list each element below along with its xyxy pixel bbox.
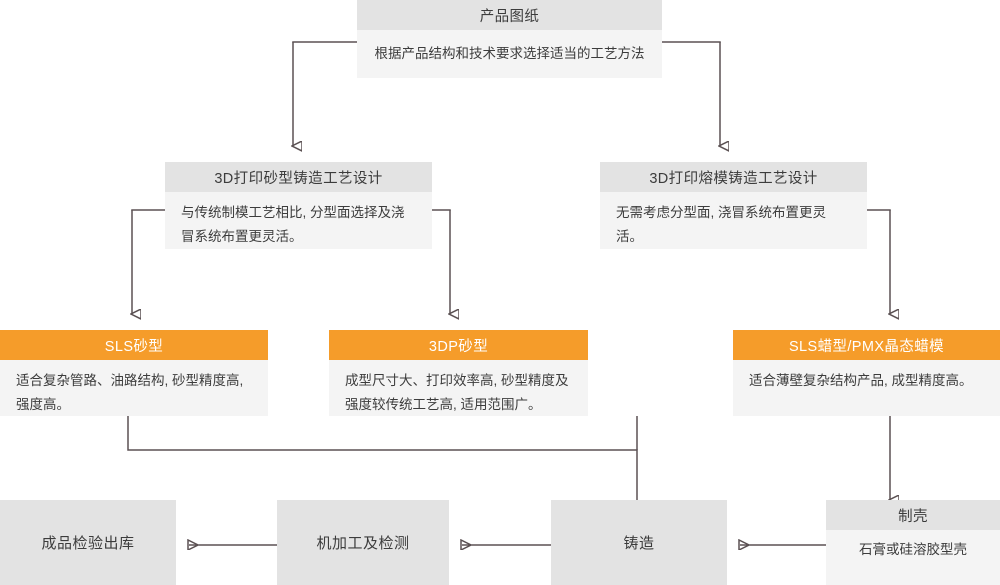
node-3dp-sand-header: 3DP砂型 [329, 330, 588, 360]
node-3dp-sand-body: 成型尺寸大、打印效率高, 砂型精度及强度较传统工艺高, 适用范围广。 [329, 360, 588, 416]
node-sls-sand-header: SLS砂型 [0, 330, 268, 360]
node-product-drawing-header: 产品图纸 [357, 0, 662, 30]
node-shell-making-header: 制壳 [826, 500, 1000, 530]
node-investment-casting-design-header: 3D打印熔模铸造工艺设计 [600, 162, 867, 192]
node-product-drawing-body: 根据产品结构和技术要求选择适当的工艺方法 [357, 30, 662, 78]
node-sls-wax[interactable]: SLS蜡型/PMX晶态蜡模 适合薄壁复杂结构产品, 成型精度高。 [733, 330, 1000, 416]
node-investment-casting-design[interactable]: 3D打印熔模铸造工艺设计 无需考虑分型面, 浇冒系统布置更灵活。 [600, 162, 867, 249]
node-casting[interactable]: 铸造 [551, 500, 727, 585]
node-shell-making-body: 石膏或硅溶胶型壳 [826, 530, 1000, 585]
node-sand-casting-design-body: 与传统制模工艺相比, 分型面选择及浇冒系统布置更灵活。 [165, 192, 432, 249]
node-sls-wax-header: SLS蜡型/PMX晶态蜡模 [733, 330, 1000, 360]
node-sls-wax-body: 适合薄壁复杂结构产品, 成型精度高。 [733, 360, 1000, 416]
node-product-drawing[interactable]: 产品图纸 根据产品结构和技术要求选择适当的工艺方法 [357, 0, 662, 78]
node-investment-casting-design-body: 无需考虑分型面, 浇冒系统布置更灵活。 [600, 192, 867, 249]
node-shell-making[interactable]: 制壳 石膏或硅溶胶型壳 [826, 500, 1000, 585]
node-sls-sand-body: 适合复杂管路、油路结构, 砂型精度高, 强度高。 [0, 360, 268, 416]
node-sand-casting-design[interactable]: 3D打印砂型铸造工艺设计 与传统制模工艺相比, 分型面选择及浇冒系统布置更灵活。 [165, 162, 432, 249]
node-sand-casting-design-header: 3D打印砂型铸造工艺设计 [165, 162, 432, 192]
node-3dp-sand[interactable]: 3DP砂型 成型尺寸大、打印效率高, 砂型精度及强度较传统工艺高, 适用范围广。 [329, 330, 588, 416]
node-machining-inspection[interactable]: 机加工及检测 [277, 500, 449, 585]
node-sls-sand[interactable]: SLS砂型 适合复杂管路、油路结构, 砂型精度高, 强度高。 [0, 330, 268, 416]
node-inspection-outbound[interactable]: 成品检验出库 [0, 500, 176, 585]
